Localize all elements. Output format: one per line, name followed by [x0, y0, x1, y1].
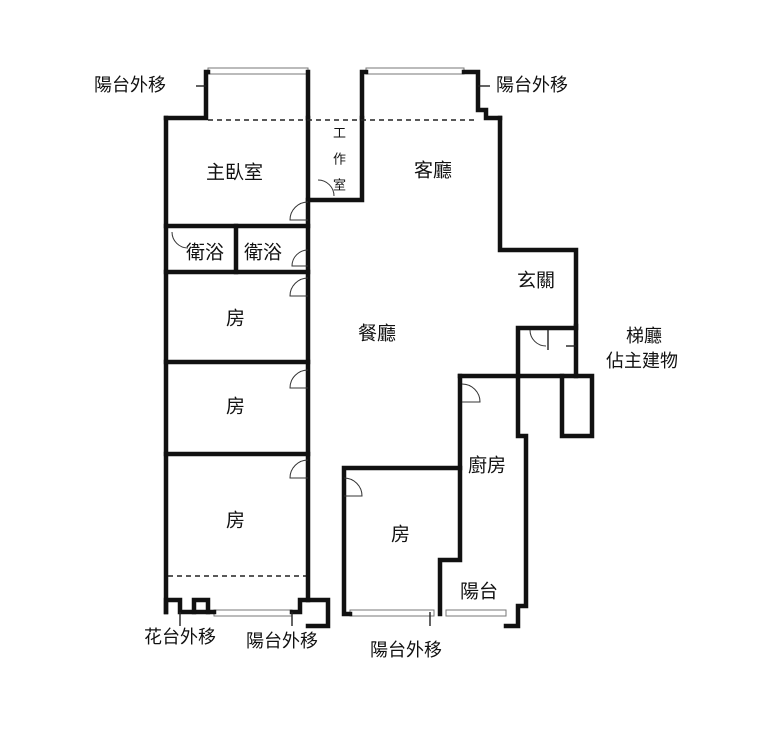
wall-kitchen-right	[503, 373, 529, 629]
door-room-c	[289, 459, 309, 479]
label-dining-room: 餐廳	[358, 323, 396, 345]
door-study	[317, 179, 335, 197]
wall-bottom-right-left-bay	[289, 597, 331, 629]
label-bedroom-d: 房	[391, 524, 410, 546]
label-stairwell-2: 佔主建物	[606, 351, 678, 372]
window-top-right	[365, 67, 465, 75]
wall-stairwell	[559, 323, 595, 439]
window-bottom-mid	[349, 609, 435, 617]
label-balcony-moved-bottom-mid: 陽台外移	[370, 640, 442, 661]
wall-study	[305, 115, 365, 203]
label-stairwell-1: 梯廳	[626, 326, 662, 347]
window-top-left	[207, 67, 309, 75]
label-living-room: 客廳	[414, 160, 452, 182]
wall-bedroom-d	[341, 465, 463, 617]
door-master	[289, 201, 309, 221]
label-master-bedroom: 主臥室	[206, 162, 263, 184]
wall-bottom-planter	[191, 597, 211, 615]
window-bottom-balcony	[445, 609, 507, 617]
label-bedroom-b: 房	[226, 396, 245, 418]
door-room-a	[289, 277, 309, 297]
doors	[171, 85, 576, 626]
label-planter-moved: 花台外移	[144, 627, 216, 648]
wall-living-right	[497, 115, 579, 379]
door-room-d	[343, 477, 363, 497]
wall-bottom-left	[163, 597, 217, 615]
door-bath-1	[171, 231, 189, 249]
external-labels: 陽台外移 陽台外移 梯廳 佔主建物 花台外移 陽台外移 陽台外移	[94, 75, 678, 661]
label-balcony-moved-bottom-left: 陽台外移	[246, 631, 318, 652]
door-kitchen	[461, 383, 481, 403]
label-kitchen: 廚房	[468, 454, 506, 477]
label-balcony-moved-top-right: 陽台外移	[496, 75, 568, 96]
label-study-3: 室	[333, 178, 346, 194]
door-foyer	[529, 329, 547, 347]
window-bottom-left	[213, 609, 293, 617]
label-bedroom-a: 房	[226, 308, 245, 330]
wall-top-left-bay	[163, 69, 211, 121]
dashed-lines	[168, 119, 478, 577]
wall-top-right-bay	[359, 69, 369, 121]
label-balcony: 陽台	[460, 581, 498, 603]
room-labels: 主臥室 工 作 室 客廳 衛浴 衛浴 玄關 餐廳 房 房 房 房 廚房 陽台	[186, 127, 555, 603]
walls	[163, 69, 595, 629]
wall-top-right-bay-right	[461, 69, 503, 121]
label-bath-2: 衛浴	[244, 242, 282, 264]
label-bedroom-c: 房	[226, 510, 245, 532]
door-bath-2	[291, 249, 309, 267]
label-study-2: 作	[333, 153, 346, 168]
door-room-b	[289, 369, 309, 389]
label-study-1: 工	[333, 127, 346, 142]
label-foyer: 玄關	[517, 270, 555, 292]
label-balcony-moved-top-left: 陽台外移	[94, 75, 166, 96]
wall-kitchen-left	[437, 373, 463, 617]
label-bath-1: 衛浴	[186, 242, 224, 264]
